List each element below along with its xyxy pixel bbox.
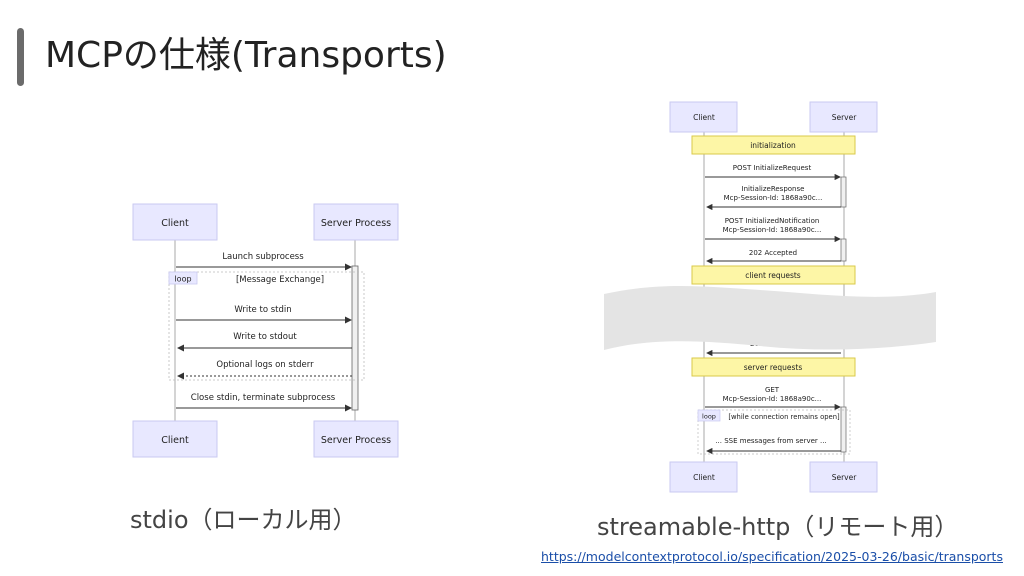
http-loop-frame (697, 409, 851, 455)
http-loop-tag: loop (702, 413, 716, 421)
stdio-client-box-top (132, 203, 218, 241)
http-client-box-bottom (669, 461, 738, 493)
stdio-msg-write-stdin: Write to stdin (234, 305, 291, 315)
stdio-server-label-bottom: Server Process (321, 435, 391, 446)
stdio-server-activation (351, 265, 359, 411)
stdio-client-label-top: Client (161, 218, 189, 229)
http-server-label-bottom: Server (832, 473, 858, 482)
stdio-msg-launch: Launch subprocess (222, 252, 304, 262)
http-server-box-top (809, 101, 878, 133)
http-loop-label: [while connection remains open] (728, 413, 840, 421)
stdio-caption: stdio（ローカル用） (130, 506, 357, 534)
stdio-client-label-bottom: Client (161, 435, 189, 446)
stdio-server-box-top (313, 203, 399, 241)
stdio-msg-write-stdout: Write to stdout (233, 332, 297, 342)
http-msg-init-resp-2: Mcp-Session-Id: 1868a90c... (724, 194, 823, 202)
http-loop-tag-box (697, 409, 721, 422)
source-link[interactable]: https://modelcontextprotocol.io/specific… (541, 549, 1003, 564)
stdio-loop-frame (168, 271, 365, 381)
http-server-activation-3 (840, 406, 847, 453)
http-sequence-diagram: Client Server initialization POST Initia… (604, 101, 936, 493)
http-msg-init-resp-1: InitializeResponse (742, 185, 805, 193)
http-msg-post-notif-1: POST InitializedNotification (725, 217, 820, 225)
stdio-server-box-bottom (313, 420, 399, 458)
http-note-server-requests-text: server requests (744, 363, 803, 372)
stdio-server-label-top: Server Process (321, 218, 391, 229)
http-client-label-bottom: Client (693, 473, 715, 482)
http-msg-accepted: 202 Accepted (749, 249, 797, 257)
http-msg-post-notif-2: Mcp-Session-Id: 1868a90c... (723, 226, 822, 234)
http-note-client-requests (691, 265, 856, 285)
stdio-client-box-bottom (132, 420, 218, 458)
torn-paper-overlay (604, 286, 936, 350)
http-note-client-requests-text: client requests (745, 271, 800, 280)
stdio-loop-tag-box (168, 271, 198, 285)
http-server-box-bottom (809, 461, 878, 493)
http-client-box-top (669, 101, 738, 133)
http-client-label-top: Client (693, 113, 715, 122)
http-msg-sse: ... SSE messages from server ... (715, 437, 826, 445)
stdio-msg-close: Close stdin, terminate subprocess (191, 393, 336, 403)
http-note-initialization (691, 135, 856, 155)
title-accent-bar (17, 28, 24, 86)
http-note-initialization-text: initialization (750, 141, 796, 150)
http-msg-post-init: POST InitializeRequest (733, 164, 812, 172)
http-note-server-requests (691, 357, 856, 377)
http-caption: streamable-http（リモート用） (597, 513, 959, 541)
http-msg-get-1: GET (765, 386, 780, 394)
http-msg-get-2: Mcp-Session-Id: 1868a90c... (723, 395, 822, 403)
slide-title: MCPの仕様(Transports) (45, 35, 447, 76)
http-server-label-top: Server (832, 113, 858, 122)
http-server-activation-2 (840, 238, 847, 262)
http-server-activation-1 (840, 176, 847, 208)
stdio-loop-label: [Message Exchange] (236, 275, 324, 285)
stdio-msg-logs: Optional logs on stderr (216, 360, 314, 370)
stdio-loop-tag: loop (174, 275, 191, 284)
